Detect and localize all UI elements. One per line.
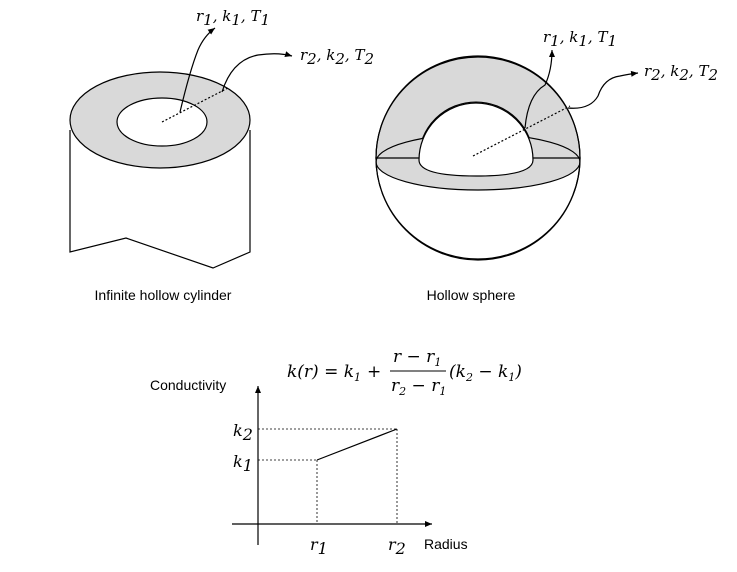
sphere-outer-arrow	[567, 70, 639, 109]
graph-ytick-k2: k2	[233, 421, 253, 444]
graph-conductivity-line	[316, 428, 398, 461]
cylinder-inner-label: r1, k1, T1	[196, 7, 270, 29]
hollow-cylinder	[69, 27, 293, 269]
graph-ytick-k1: k1	[233, 452, 253, 475]
cylinder-inner-arrow	[179, 27, 216, 113]
sphere-outer-label: r2, k2, T2	[644, 62, 718, 84]
graph-ylabel: Conductivity	[150, 377, 226, 393]
equation-tail: (k2 − k1)	[449, 362, 522, 384]
equation-numerator: r − r1	[393, 347, 441, 369]
cylinder-outer-arrow	[221, 51, 293, 93]
cylinder-side-wall	[69, 130, 251, 269]
sphere-caption: Hollow sphere	[427, 287, 516, 303]
equation-denominator: r2 − r1	[391, 376, 446, 398]
cylinder-caption: Infinite hollow cylinder	[95, 287, 232, 303]
sphere-inner-label: r1, k1, T1	[543, 28, 617, 50]
hollow-sphere	[375, 49, 639, 261]
graph-xtick-r2: r2	[388, 535, 406, 558]
equation-lhs: k(r) = k1+	[287, 362, 381, 384]
sphere-inner-arrow	[524, 49, 555, 129]
cylinder-ring	[69, 71, 251, 169]
graph-xtick-r1: r1	[310, 535, 328, 558]
sphere-outline	[375, 55, 581, 261]
sphere-inner-cavity	[418, 102, 534, 177]
cylinder-outer-label: r2, k2, T2	[300, 46, 374, 68]
cylinder-radius-dashed	[161, 87, 229, 123]
conductivity-graph: Conductivity Radius k2 k1 r1 r2	[150, 377, 468, 558]
conductivity-equation: k(r) = k1+ r − r1 r2 − r1 (k2 − k1)	[287, 347, 522, 398]
graph-xlabel: Radius	[424, 536, 468, 552]
